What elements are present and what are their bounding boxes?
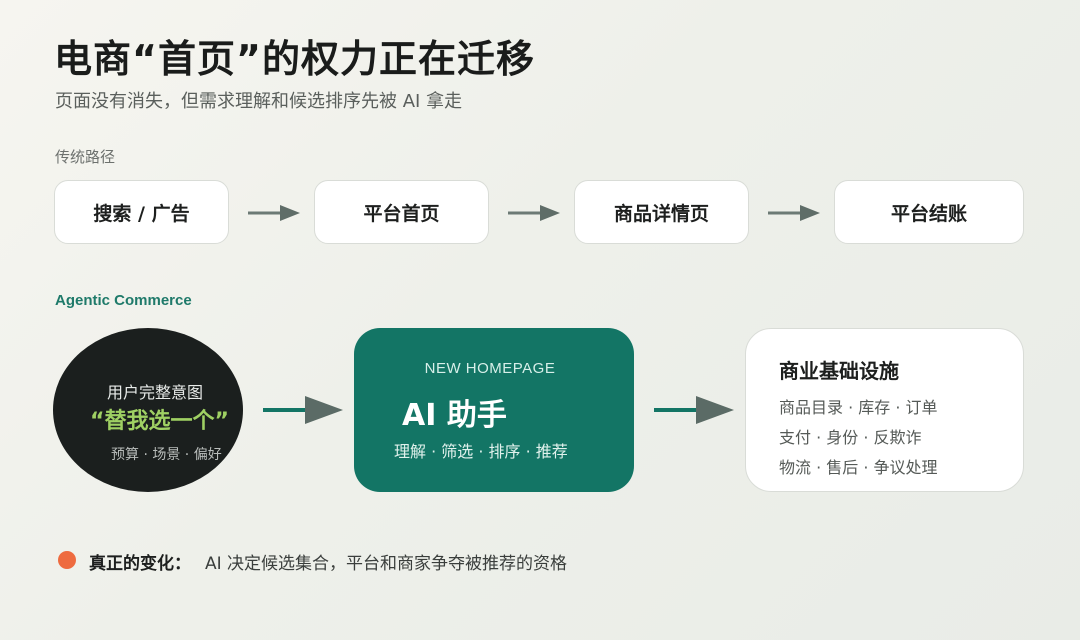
arrow-right-icon [508,205,560,221]
user-intent-title: 用户完整意图 [107,383,204,402]
infrastructure-row: 商品目录 · 库存 · 订单 [779,398,938,417]
step-product-detail: 商品详情页 [574,180,749,244]
ai-assistant-node: NEW HOMEPAGE AI 助手 理解 · 筛选 · 排序 · 推荐 [354,328,634,492]
note-dot-icon [58,551,76,569]
new-homepage-tag: NEW HOMEPAGE [424,360,556,377]
note-label: 真正的变化： [89,554,191,574]
arrow-right-icon [654,396,734,424]
step-label: 商品详情页 [613,202,709,225]
page-subtitle: 页面没有消失，但需求理解和候选排序先被 AI 拿走 [55,91,463,112]
infrastructure-title: 商业基础设施 [779,359,899,383]
infrastructure-row: 支付 · 身份 · 反欺诈 [779,428,922,447]
step-label: 搜索 / 广告 [93,202,190,225]
step-platform-checkout: 平台结账 [834,180,1024,244]
ai-assistant-functions: 理解 · 筛选 · 排序 · 推荐 [394,442,568,461]
user-intent-quote: “替我选一个” [90,409,229,434]
commerce-infrastructure-node: 商业基础设施 商品目录 · 库存 · 订单 支付 · 身份 · 反欺诈 物流 ·… [745,328,1024,492]
infrastructure-row: 物流 · 售后 · 争议处理 [779,458,938,477]
arrow-right-icon [248,205,300,221]
traditional-path-label: 传统路径 [55,148,116,166]
ai-assistant-title: AI 助手 [402,398,507,433]
user-intent-node: 用户完整意图 “替我选一个” 预算 · 场景 · 偏好 [53,328,243,492]
user-intent-details: 预算 · 场景 · 偏好 [111,447,222,463]
step-label: 平台结账 [890,202,967,225]
arrow-right-icon [263,396,343,424]
key-change-note: 真正的变化： AI 决定候选集合，平台和商家争夺被推荐的资格 [89,549,567,574]
agentic-commerce-label: Agentic Commerce [55,292,192,309]
arrow-right-icon [768,205,820,221]
note-text: AI 决定候选集合，平台和商家争夺被推荐的资格 [205,554,568,574]
step-label: 平台首页 [363,202,440,225]
step-search-ads: 搜索 / 广告 [54,180,229,244]
page-title: 电商“首页”的权力正在迁移 [54,37,535,81]
step-platform-home: 平台首页 [314,180,489,244]
